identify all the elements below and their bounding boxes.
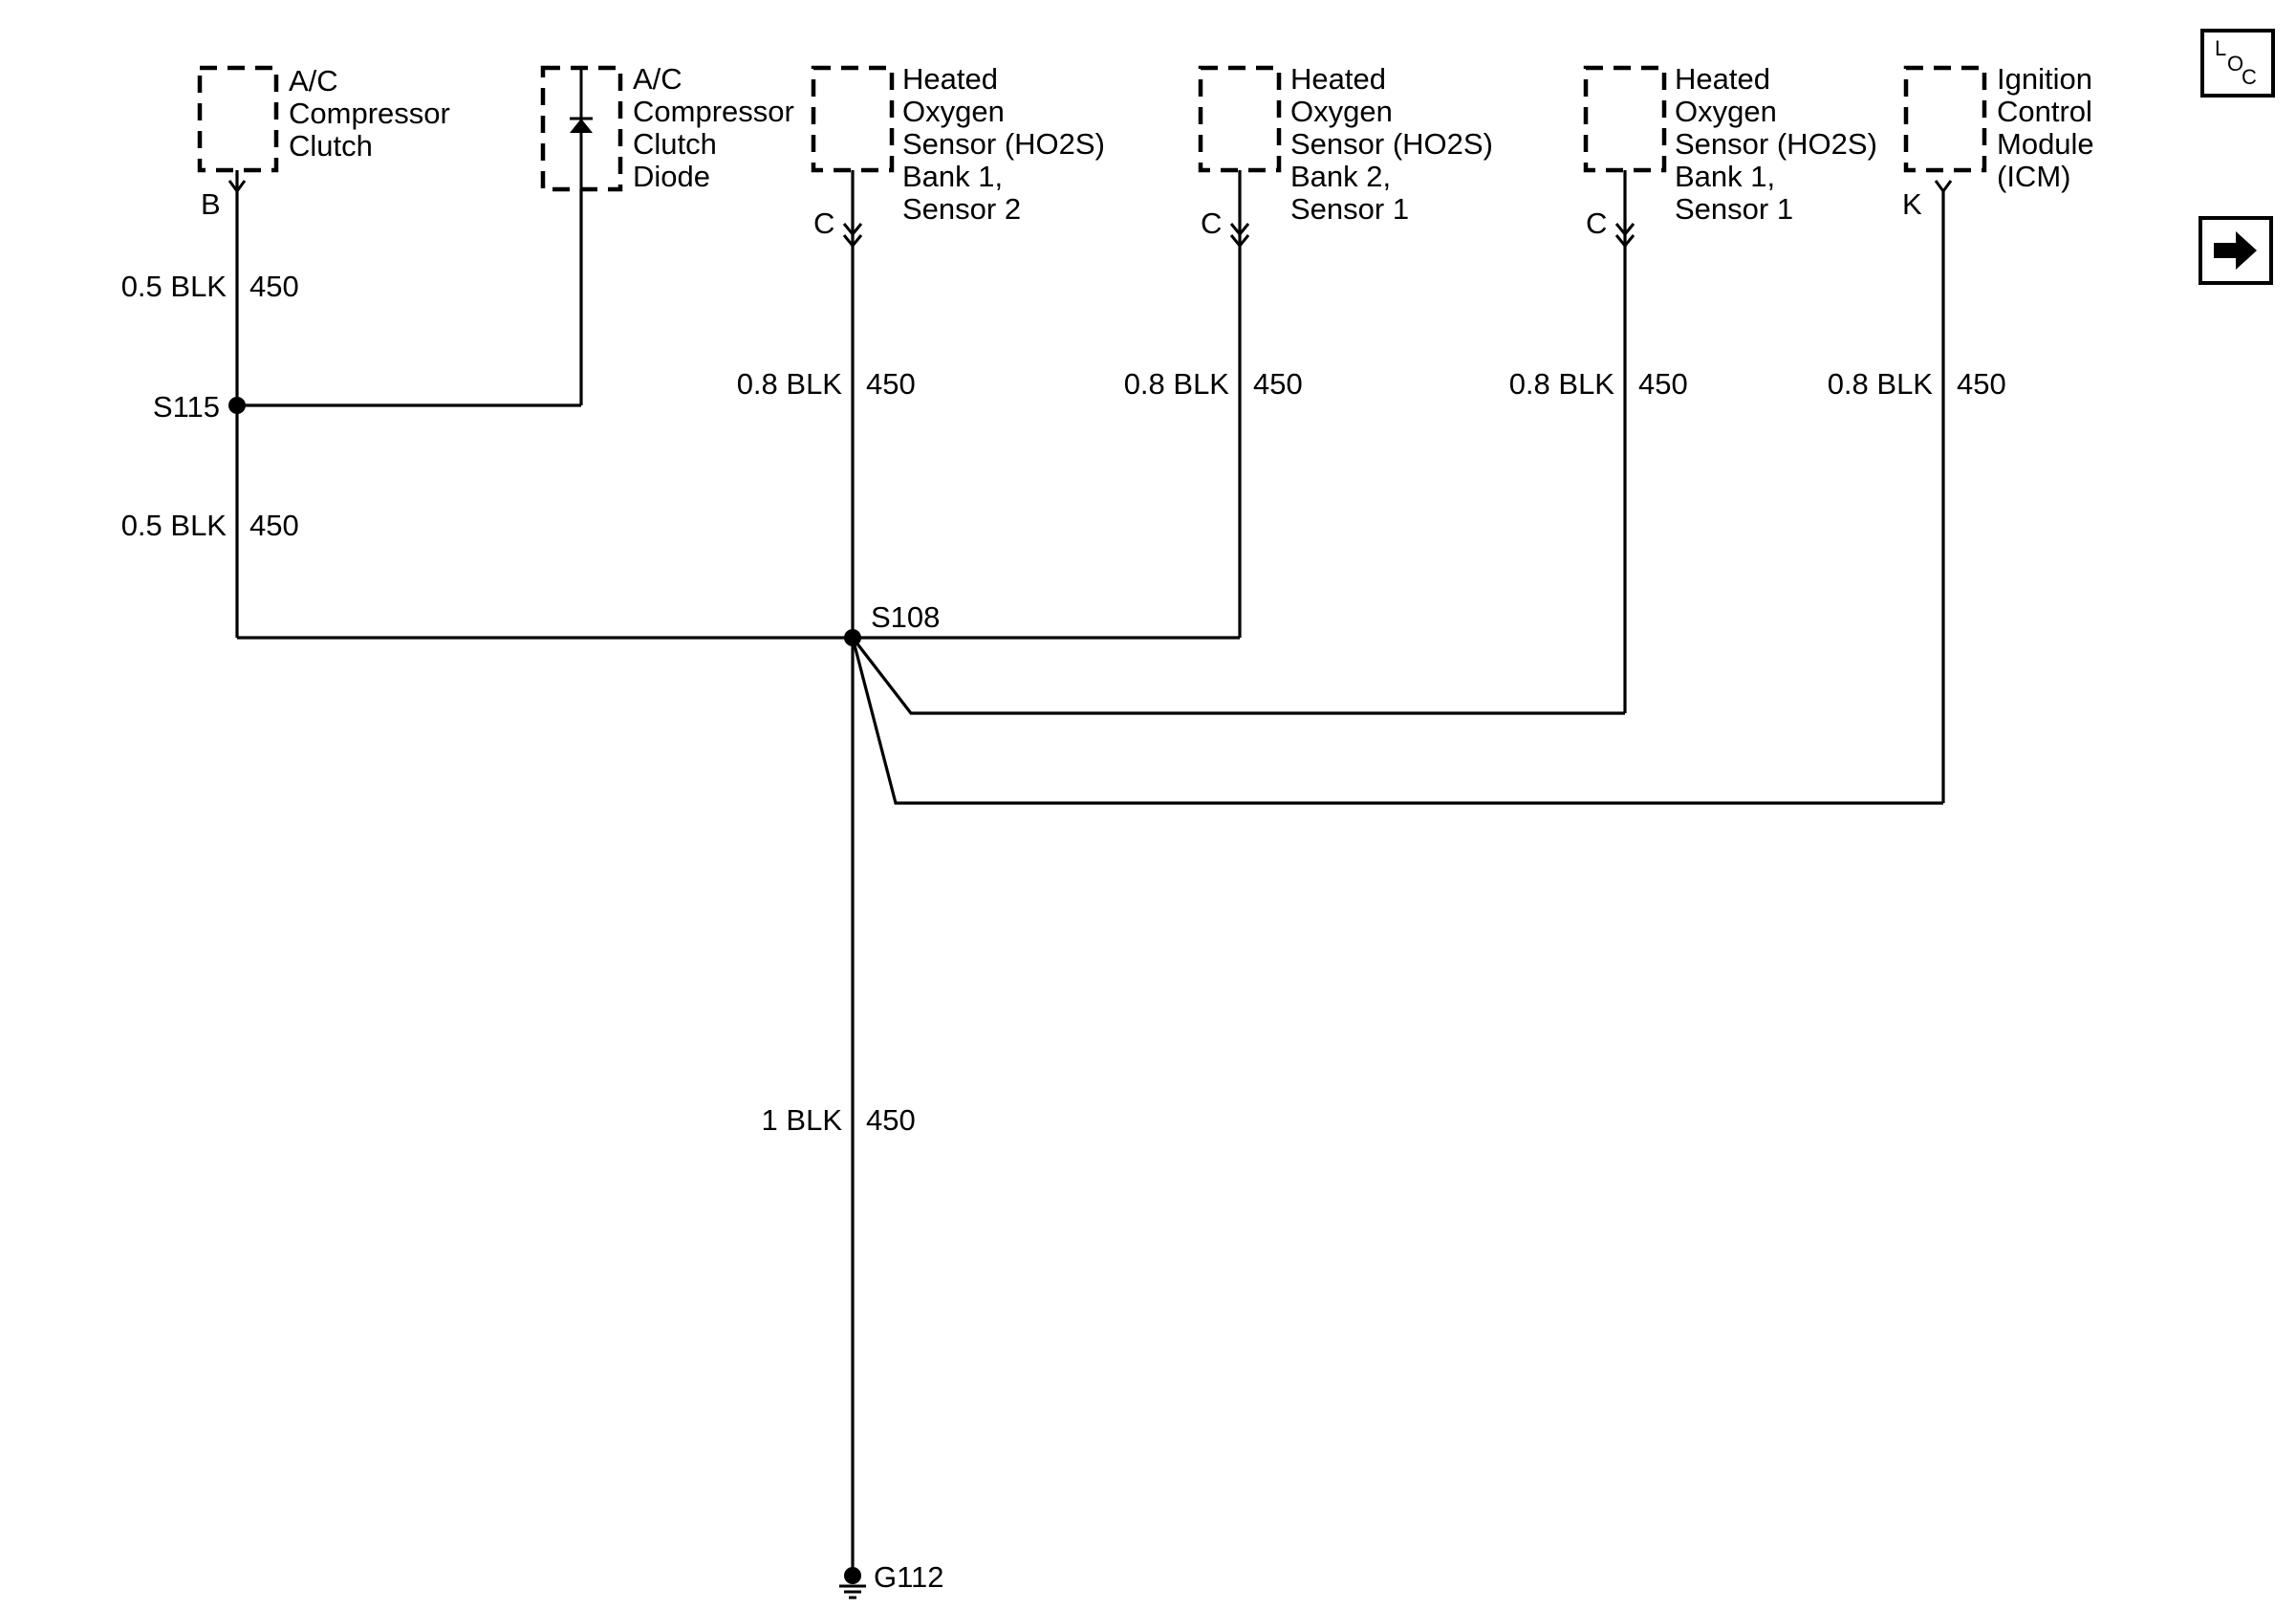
component-label: Clutch xyxy=(289,129,373,163)
component-label: Sensor 2 xyxy=(902,192,1021,226)
location-button[interactable]: L O C xyxy=(2200,29,2275,98)
wires xyxy=(235,170,1945,1576)
wire-size-color: 0.8 BLK xyxy=(1509,367,1615,401)
ground-g112: G112 xyxy=(839,1560,944,1599)
component-label: Control xyxy=(1997,95,2092,128)
component-label: Sensor 1 xyxy=(1675,192,1793,226)
wire-circuit: 450 xyxy=(1253,367,1303,401)
wire-size-color: 0.8 BLK xyxy=(1124,367,1230,401)
arrow-right-icon xyxy=(2214,231,2257,270)
ignition-control-module: Ignition Control Module (ICM) K xyxy=(1902,62,2094,221)
ac-compressor-clutch: A/C Compressor Clutch B xyxy=(197,64,450,221)
splice-label: S115 xyxy=(153,390,220,424)
next-page-button[interactable] xyxy=(2199,216,2273,285)
ho2s-bank1-sensor2: Heated Oxygen Sensor (HO2S) Bank 1, Sens… xyxy=(811,62,1105,240)
component-label: Sensor (HO2S) xyxy=(1290,127,1493,161)
component-label: Sensor (HO2S) xyxy=(1675,127,1877,161)
ground-icon xyxy=(839,1584,866,1599)
component-label: Oxygen xyxy=(1675,95,1777,128)
component-label: Sensor (HO2S) xyxy=(902,127,1105,161)
wire-circuit: 450 xyxy=(249,270,299,303)
component-label: (ICM) xyxy=(1997,160,2070,193)
ac-compressor-clutch-diode: A/C Compressor Clutch Diode xyxy=(540,62,794,193)
wire-size-color: 0.8 BLK xyxy=(737,367,843,401)
component-label: Oxygen xyxy=(902,95,1005,128)
wire-circuit: 450 xyxy=(866,367,916,401)
wire-labels: 0.5 BLK 450 0.5 BLK 450 0.8 BLK 450 0.8 … xyxy=(121,270,2006,1137)
pin-label: K xyxy=(1902,187,1922,221)
component-label: Heated xyxy=(1675,62,1770,96)
ho2s-bank1-sensor1: Heated Oxygen Sensor (HO2S) Bank 1, Sens… xyxy=(1583,62,1877,240)
splice-s108: S108 xyxy=(844,600,940,646)
component-label: Ignition xyxy=(1997,62,2092,96)
wire-circuit: 450 xyxy=(866,1103,916,1137)
svg-text:O: O xyxy=(2227,52,2243,76)
wire-size-color: 0.5 BLK xyxy=(121,270,227,303)
component-label: Bank 1, xyxy=(1675,160,1775,193)
wire-size-color: 0.8 BLK xyxy=(1828,367,1934,401)
pin-label: C xyxy=(813,207,834,240)
connector-icon xyxy=(1934,180,1953,194)
wire-circuit: 450 xyxy=(249,509,299,542)
component-label: Heated xyxy=(902,62,998,96)
component-label: Diode xyxy=(633,160,710,193)
splice-label: S108 xyxy=(871,600,940,634)
diode-icon xyxy=(570,119,593,133)
ground-label: G112 xyxy=(874,1560,944,1594)
pin-label: C xyxy=(1201,207,1222,240)
component-label: Bank 1, xyxy=(902,160,1003,193)
svg-text:C: C xyxy=(2242,65,2257,89)
wire-size-color: 0.5 BLK xyxy=(121,509,227,542)
component-label: A/C xyxy=(289,64,338,98)
component-label: Module xyxy=(1997,127,2094,161)
pin-label: C xyxy=(1586,207,1607,240)
component-label: Clutch xyxy=(633,127,717,161)
location-icon: L O C xyxy=(2215,36,2257,89)
component-label: Sensor 1 xyxy=(1290,192,1409,226)
component-label: Compressor xyxy=(633,95,794,128)
pin-label: B xyxy=(201,187,221,221)
component-label: Oxygen xyxy=(1290,95,1393,128)
wire-circuit: 450 xyxy=(1638,367,1688,401)
ho2s-bank2-sensor1: Heated Oxygen Sensor (HO2S) Bank 2, Sens… xyxy=(1198,62,1493,240)
component-label: A/C xyxy=(633,62,682,96)
component-label: Compressor xyxy=(289,97,450,130)
wire-size-color: 1 BLK xyxy=(762,1103,843,1137)
component-label: Bank 2, xyxy=(1290,160,1391,193)
splice-dot xyxy=(844,629,861,646)
wire-circuit: 450 xyxy=(1957,367,2006,401)
splice-s115: S115 xyxy=(153,390,246,424)
component-label: Heated xyxy=(1290,62,1386,96)
splice-dot xyxy=(228,397,246,414)
svg-text:L: L xyxy=(2215,36,2226,60)
ground-dot xyxy=(844,1567,861,1584)
